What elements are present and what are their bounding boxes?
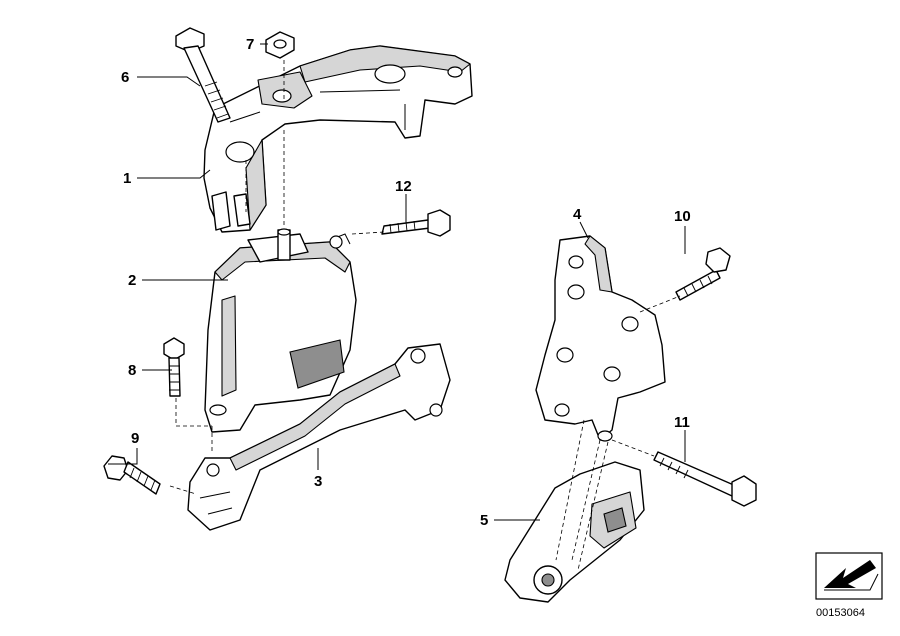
reference-number: 00153064 — [816, 607, 865, 619]
part-9-bolt[interactable] — [103, 455, 161, 495]
part-4-transmission-bracket[interactable] — [535, 235, 666, 442]
callout-10[interactable]: 10 — [674, 208, 691, 225]
callout-2[interactable]: 2 — [128, 272, 136, 289]
callout-4[interactable]: 4 — [573, 206, 582, 223]
part-7-nut[interactable] — [265, 31, 295, 59]
callout-5[interactable]: 5 — [480, 512, 488, 529]
part-10-bolt[interactable] — [675, 247, 731, 301]
callout-1[interactable]: 1 — [123, 170, 131, 187]
callout-6[interactable]: 6 — [121, 69, 129, 86]
direction-arrow-icon — [824, 560, 879, 591]
assembly-guide-lines — [169, 60, 681, 571]
part-12-bolt[interactable] — [381, 209, 451, 237]
part-5-torque-rod[interactable] — [504, 461, 645, 603]
part-2-engine-mount[interactable] — [204, 228, 357, 433]
callout-11[interactable]: 11 — [674, 414, 690, 431]
callout-12[interactable]: 12 — [395, 178, 412, 195]
part-3-lower-strut[interactable] — [187, 343, 451, 531]
part-8-bolt[interactable] — [163, 337, 185, 397]
reference-badge: 00153064 — [815, 552, 883, 619]
part-11-bolt[interactable] — [653, 451, 757, 507]
callout-labels: 1 2 3 4 5 6 7 8 9 10 11 12 — [121, 36, 691, 529]
callout-3[interactable]: 3 — [314, 473, 322, 490]
callout-leaders — [108, 43, 686, 521]
part-1-upper-bracket[interactable] — [203, 45, 473, 233]
callout-7[interactable]: 7 — [246, 36, 254, 53]
part-6-bolt[interactable] — [175, 27, 231, 123]
callout-8[interactable]: 8 — [128, 362, 136, 379]
callout-9[interactable]: 9 — [131, 430, 139, 447]
